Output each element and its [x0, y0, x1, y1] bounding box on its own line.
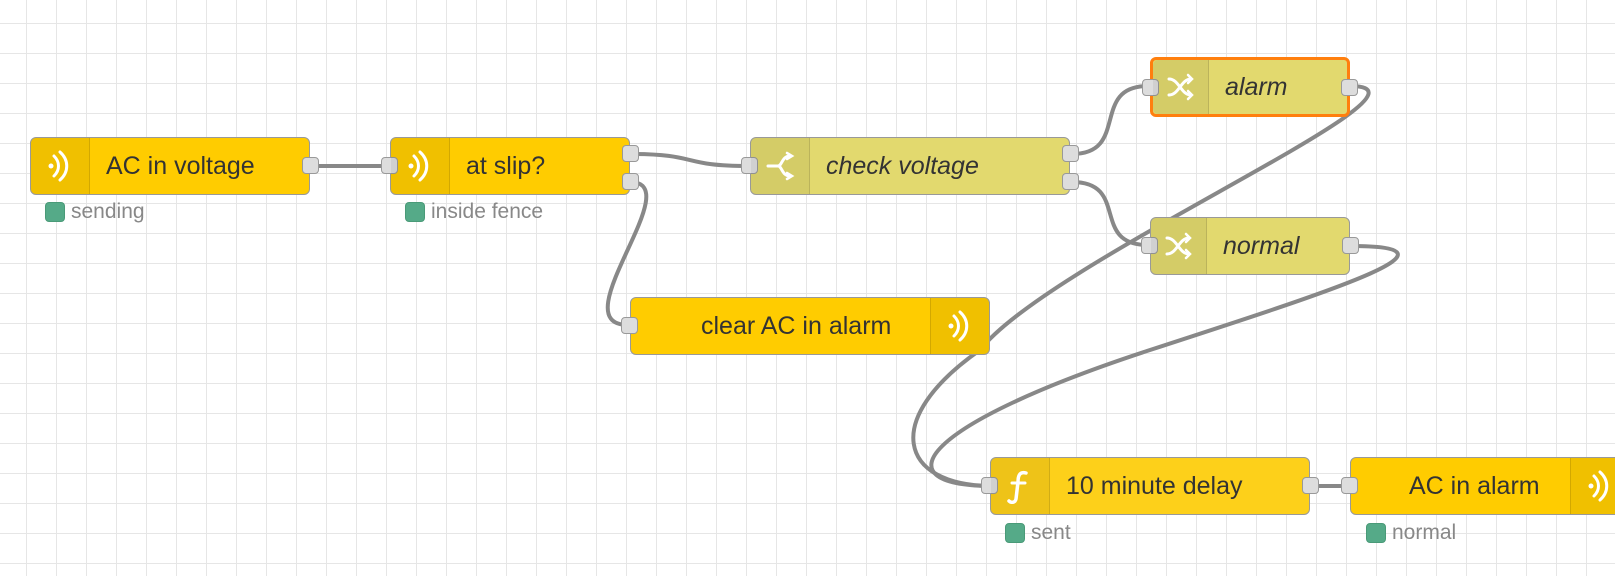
status-text: sending [71, 200, 145, 223]
function-icon-box [991, 458, 1050, 514]
broadcast-icon-box [391, 138, 450, 194]
broadcast-icon [948, 310, 969, 342]
broadcast-icon-box [930, 298, 989, 354]
input-port[interactable] [981, 477, 998, 494]
input-port[interactable] [621, 317, 638, 334]
node-ten-minute-delay[interactable]: 10 minute delay [981, 457, 1319, 515]
broadcast-icon-box [1570, 458, 1615, 514]
status-ac-in-voltage: sending [45, 200, 145, 224]
status-indicator [1366, 523, 1386, 543]
node-label: clear AC in alarm [701, 311, 892, 340]
wire-at-slip-to-check-voltage[interactable] [628, 152, 750, 168]
output-port-2[interactable] [1062, 173, 1079, 190]
status-ac-in-alarm: normal [1366, 521, 1456, 545]
node-ac-in-alarm[interactable]: AC in alarm [1341, 457, 1615, 515]
input-port[interactable] [1142, 79, 1159, 96]
status-indicator [405, 202, 425, 222]
broadcast-icon [48, 150, 69, 182]
broadcast-icon-box [31, 138, 90, 194]
wire-normal-to-ten-minute-delay[interactable] [929, 244, 1400, 488]
input-port[interactable] [1341, 477, 1358, 494]
status-indicator [45, 202, 65, 222]
status-indicator [1005, 523, 1025, 543]
node-label: 10 minute delay [1066, 471, 1243, 500]
node-label: normal [1223, 231, 1300, 260]
input-port[interactable] [741, 157, 758, 174]
switch-icon-box [751, 138, 810, 194]
shuffle-icon-box [1151, 218, 1207, 274]
broadcast-icon [1588, 470, 1609, 502]
shuffle-icon [1167, 73, 1194, 101]
input-port[interactable] [1141, 237, 1158, 254]
node-at-slip[interactable]: at slip? [381, 137, 639, 195]
output-port[interactable] [302, 157, 319, 174]
node-label: AC in voltage [106, 151, 255, 180]
status-text: sent [1031, 521, 1071, 544]
wire-alarm-to-ten-minute-delay[interactable] [911, 84, 1371, 488]
output-port[interactable] [1341, 79, 1358, 96]
wire-at-slip-to-clear-ac-in-alarm[interactable] [605, 180, 649, 327]
node-label: check voltage [826, 151, 979, 180]
input-port[interactable] [381, 157, 398, 174]
node-label: alarm [1225, 72, 1288, 101]
shuffle-icon-box [1153, 60, 1209, 114]
wire-check-voltage-to-normal[interactable] [1070, 180, 1150, 247]
status-text: inside fence [431, 200, 544, 223]
output-port[interactable] [1342, 237, 1359, 254]
output-port-1[interactable] [1062, 145, 1079, 162]
node-ac-in-voltage[interactable]: AC in voltage [30, 137, 319, 195]
function-icon [1007, 470, 1028, 504]
wire-check-voltage-to-alarm[interactable] [1070, 84, 1150, 156]
node-label: at slip? [466, 151, 546, 180]
shuffle-icon [1165, 232, 1192, 260]
status-ten-minute-delay: sent [1005, 521, 1071, 545]
status-text: normal [1392, 521, 1457, 544]
output-port-2[interactable] [622, 173, 639, 190]
node-normal[interactable]: normal [1141, 217, 1359, 275]
node-check-voltage[interactable]: check voltage [741, 137, 1079, 195]
broadcast-icon [408, 150, 429, 182]
node-label: AC in alarm [1409, 471, 1540, 500]
status-at-slip: inside fence [405, 200, 543, 224]
switch-icon [766, 151, 795, 181]
node-clear-ac-in-alarm[interactable]: clear AC in alarm [621, 297, 990, 355]
node-alarm[interactable]: alarm [1142, 57, 1358, 117]
output-port-1[interactable] [622, 145, 639, 162]
output-port[interactable] [1302, 477, 1319, 494]
